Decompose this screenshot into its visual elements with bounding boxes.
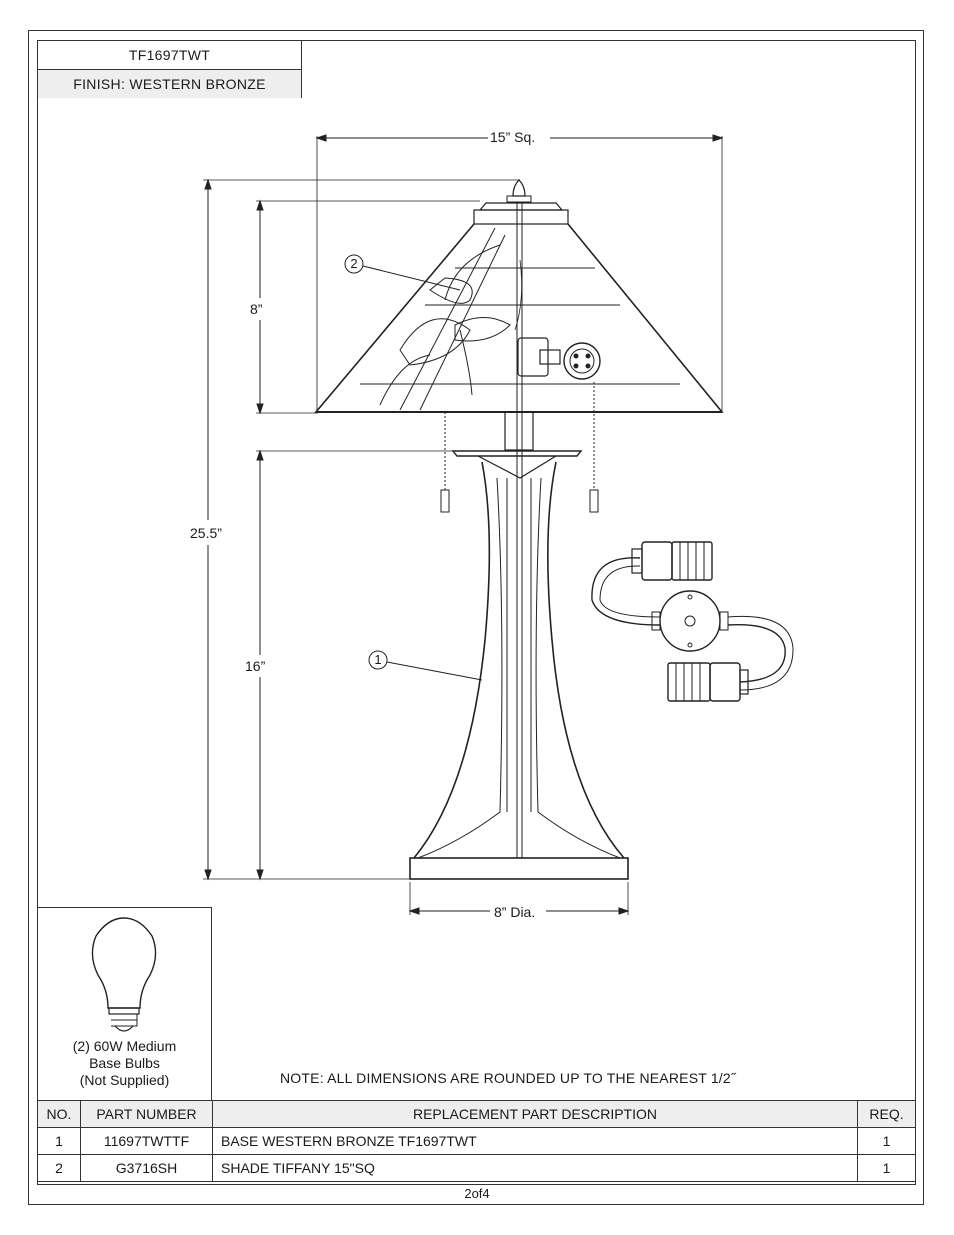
row-req: 1 xyxy=(857,1127,916,1155)
row-req: 1 xyxy=(857,1154,916,1182)
shade-width-label: 15” Sq. xyxy=(490,129,536,145)
bulb-line-2: Base Bulbs xyxy=(89,1055,160,1071)
header-req: REQ. xyxy=(857,1100,916,1128)
row-description: BASE WESTERN BRONZE TF1697TWT xyxy=(212,1127,858,1155)
row-part-number: 11697TWTTF xyxy=(80,1127,213,1155)
bulb-box xyxy=(37,907,212,1100)
row-no: 2 xyxy=(37,1154,81,1182)
table-row: 2 G3716SH SHADE TIFFANY 15"SQ 1 xyxy=(37,1154,916,1182)
table-row: 1 11697TWTTF BASE WESTERN BRONZE TF1697T… xyxy=(37,1127,916,1155)
header-description: REPLACEMENT PART DESCRIPTION xyxy=(212,1100,858,1128)
bulb-spec: (2) 60W Medium Base Bulbs (Not Supplied) xyxy=(37,1038,212,1089)
title-block: TF1697TWT FINISH: WESTERN BRONZE xyxy=(37,40,302,98)
callout-1: 1 xyxy=(374,652,382,667)
table-header-row: NO. PART NUMBER REPLACEMENT PART DESCRIP… xyxy=(37,1100,916,1128)
page-number: 2of4 xyxy=(464,1186,490,1201)
bulb-line-3: (Not Supplied) xyxy=(79,1072,170,1088)
shade-height-label: 8” xyxy=(250,301,263,317)
model-number: TF1697TWT xyxy=(38,41,301,70)
row-description: SHADE TIFFANY 15"SQ xyxy=(212,1154,858,1182)
finish-label: FINISH: WESTERN BRONZE xyxy=(38,70,301,98)
bulb-line-1: (2) 60W Medium xyxy=(72,1038,177,1054)
row-part-number: G3716SH xyxy=(80,1154,213,1182)
base-diameter-label: 8” Dia. xyxy=(494,904,536,920)
row-no: 1 xyxy=(37,1127,81,1155)
parts-table: NO. PART NUMBER REPLACEMENT PART DESCRIP… xyxy=(37,1100,916,1182)
drawing-frame xyxy=(37,40,916,1185)
header-no: NO. xyxy=(37,1100,81,1128)
header-part-number: PART NUMBER xyxy=(80,1100,213,1128)
overall-height-label: 25.5” xyxy=(190,525,222,541)
callout-2: 2 xyxy=(350,256,358,271)
dimensions-note: NOTE: ALL DIMENSIONS ARE ROUNDED UP TO T… xyxy=(280,1070,736,1086)
page-outer-frame xyxy=(28,30,924,1205)
base-height-label: 16” xyxy=(245,658,266,674)
